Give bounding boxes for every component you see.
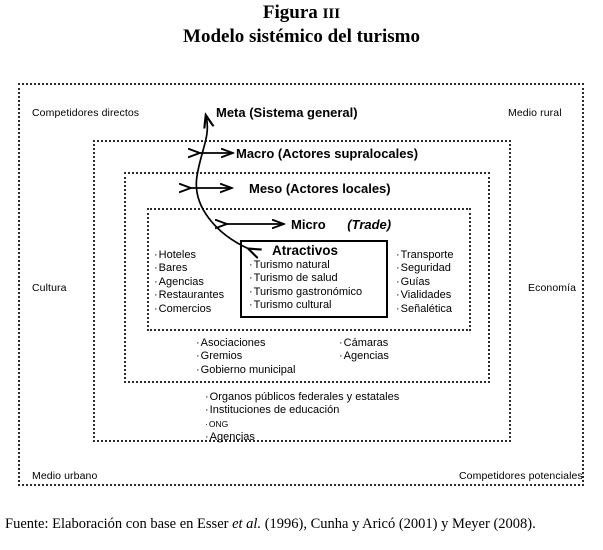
atractivos-list: Turismo natural Turismo de salud Turismo… (249, 259, 362, 313)
meso-level-box (124, 172, 490, 383)
label-medio-rural: Medio rural (508, 107, 562, 119)
list-item: Bares (154, 262, 224, 275)
list-item: Turismo gastronómico (249, 286, 362, 299)
source-note: Fuente: Elaboración con base en Esser et… (5, 516, 536, 533)
list-item: Vialidades (396, 289, 453, 302)
meso-list-left: Asociaciones Gremios Gobierno municipal (196, 337, 296, 377)
macro-list: Organos públicos federales y estatales I… (205, 391, 399, 445)
list-item: Agencias (154, 276, 224, 289)
list-item: Instituciones de educación (205, 404, 399, 417)
level-label-micro: Micro (Trade) (291, 217, 391, 232)
label-competidores-directos: Competidores directos (32, 107, 140, 119)
figure-title-label: Figura (262, 2, 318, 23)
list-item: ONG (205, 418, 399, 431)
level-label-micro-trade: (Trade) (347, 217, 392, 232)
list-item: Comercios (154, 303, 224, 316)
source-prefix: Fuente: Elaboración con base en Esser (5, 516, 233, 532)
list-item: Turismo cultural (249, 299, 362, 312)
level-label-meso: Meso (Actores locales) (249, 181, 391, 196)
label-medio-urbano: Medio urbano (32, 470, 98, 482)
list-item: Restaurantes (154, 289, 224, 302)
source-italic: et al. (232, 516, 262, 532)
level-label-macro: Macro (Actores supralocales) (236, 146, 419, 161)
list-item: Turismo natural (249, 259, 362, 272)
level-label-micro-text: Micro (291, 217, 326, 232)
list-item: Turismo de salud (249, 272, 362, 285)
list-item: Asociaciones (196, 337, 295, 350)
figure-subtitle: Modelo sistémico del turismo (183, 26, 420, 47)
list-item: Agencias (205, 431, 399, 444)
level-label-meta: Meta (Sistema general) (216, 105, 358, 120)
label-cultura: Cultura (32, 282, 67, 294)
list-item: Hoteles (154, 249, 224, 262)
list-item: Agencias (339, 350, 389, 363)
environment-frame (18, 83, 584, 486)
figure-title-number: III (322, 6, 341, 22)
source-suffix: (1996), Cunha y Aricó (2001) y Meyer (20… (261, 516, 536, 532)
list-item: Gremios (196, 350, 295, 363)
list-item: Señalética (396, 303, 453, 316)
list-item: Transporte (396, 249, 454, 262)
label-competidores-potenciales: Competidores potenciales (459, 470, 583, 482)
figure-title: Figura III (0, 2, 603, 24)
label-economia: Economía (528, 282, 577, 294)
meso-list-right: Cámaras Agencias (339, 337, 389, 364)
micro-list-left: Hoteles Bares Agencias Restaurantes Come… (154, 249, 224, 316)
list-item: Guías (396, 276, 453, 289)
list-item: Gobierno municipal (196, 364, 296, 377)
list-item: Organos públicos federales y estatales (205, 391, 400, 404)
list-item: Cámaras (339, 337, 389, 350)
micro-list-right: Transporte Seguridad Guías Vialidades Se… (396, 249, 454, 316)
atractivos-title: Atractivos (272, 243, 339, 258)
micro-level-box (147, 208, 471, 331)
list-item: Seguridad (396, 262, 453, 275)
